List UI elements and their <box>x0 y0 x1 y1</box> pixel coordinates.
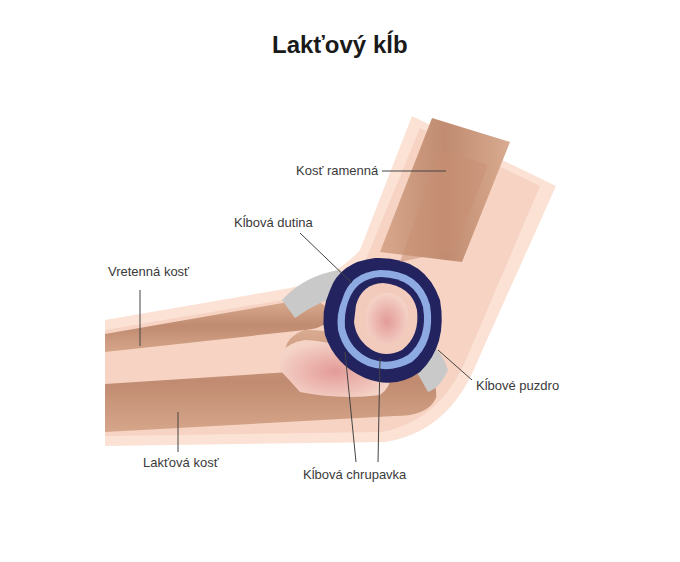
part-label: Lakťová kosť <box>143 455 219 471</box>
part-label: Kĺbová chrupavka <box>303 467 406 483</box>
part-label: Vretenná kosť <box>108 264 189 280</box>
part-label: Kĺbová dutina <box>234 215 313 231</box>
leader-line <box>140 290 141 346</box>
part-label: Kosť ramenná <box>296 163 378 179</box>
part-label: Kĺbové puzdro <box>476 378 559 394</box>
joint-capsule <box>323 258 441 383</box>
humerus-head <box>354 283 417 354</box>
cartilage <box>338 270 432 369</box>
humerus-marrow <box>366 293 408 344</box>
humerus-bone <box>380 118 510 262</box>
skin-inner <box>105 128 540 436</box>
leader-line <box>178 412 179 452</box>
leader-line <box>300 233 352 283</box>
diagram-title: Lakťový kĺb <box>272 30 408 60</box>
leader-line <box>378 358 380 462</box>
leader-line <box>438 350 472 380</box>
joint-cavity <box>345 277 424 362</box>
leader-line <box>345 352 356 462</box>
skin <box>105 116 556 446</box>
humerus-shaft-inner <box>400 150 488 262</box>
leader-line <box>382 171 446 172</box>
